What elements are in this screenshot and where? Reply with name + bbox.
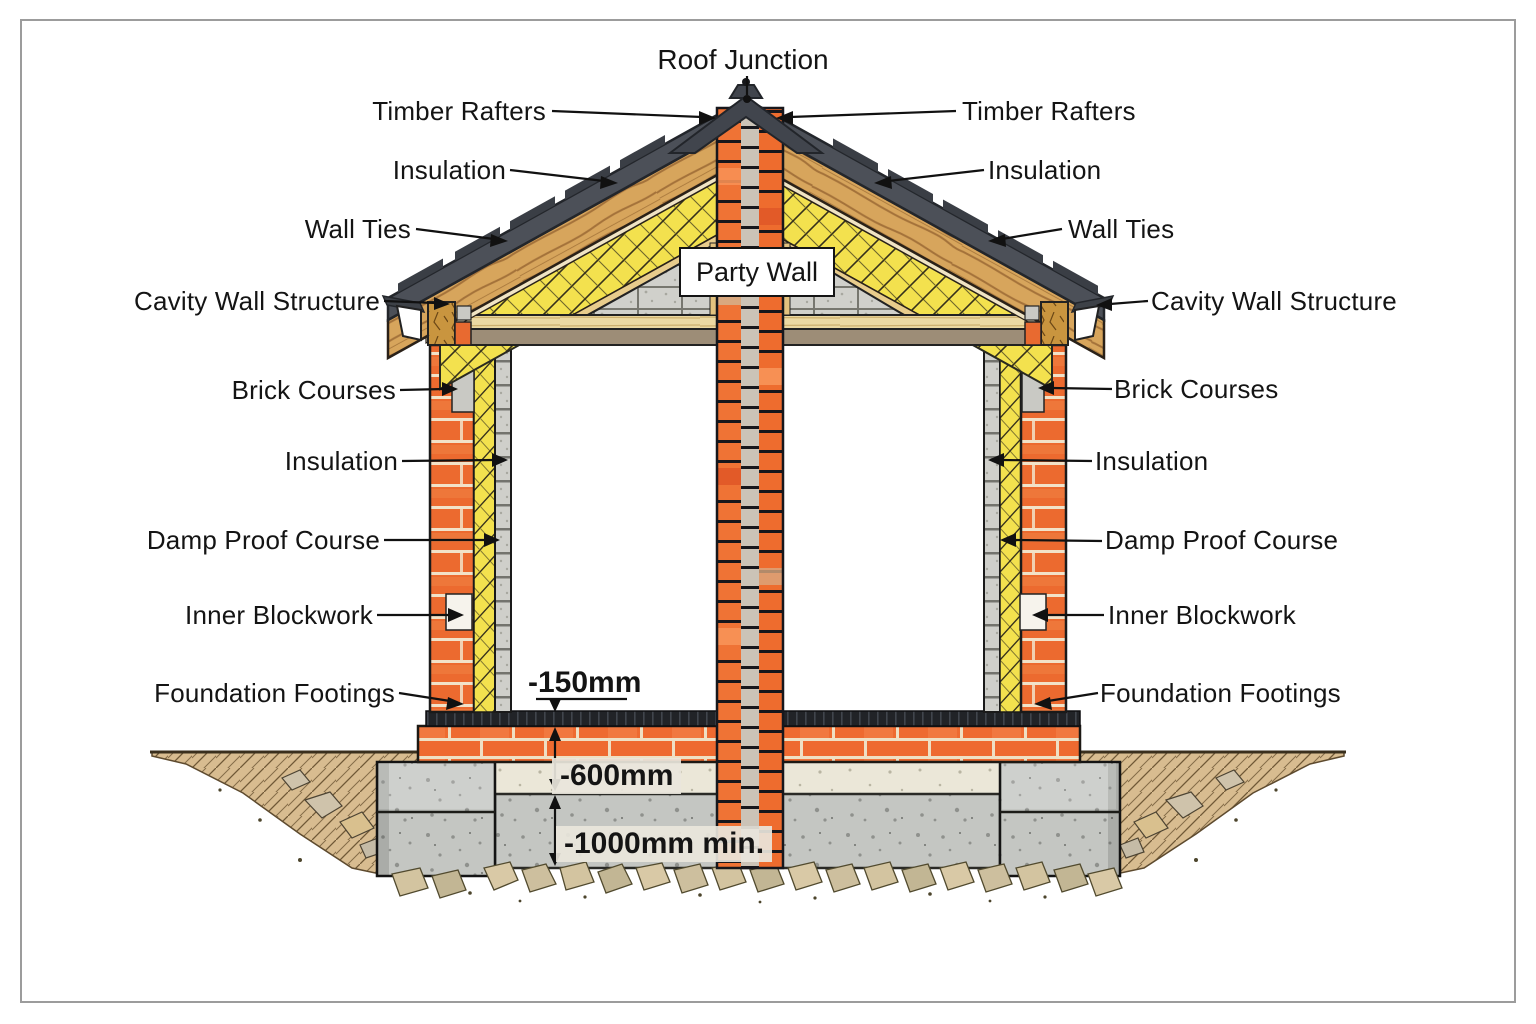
eaves-right xyxy=(1024,294,1115,346)
leader-lines xyxy=(377,76,1149,710)
cavity-wall-right xyxy=(983,343,1068,714)
footing-right xyxy=(998,760,1122,878)
label-inner-blockwork-right: Inner Blockwork xyxy=(1108,600,1296,630)
footing-left xyxy=(375,760,497,878)
label-wall-ties-right: Wall Ties xyxy=(1068,214,1175,244)
party-wall-label-box: Party Wall xyxy=(679,247,835,297)
label-cavity-wall-right: Cavity Wall Structure xyxy=(1151,286,1397,316)
label-brick-courses-left: Brick Courses xyxy=(231,375,396,405)
label-timber-rafters-left: Timber Rafters xyxy=(372,96,546,126)
label-damp-proof-right: Damp Proof Course xyxy=(1105,525,1339,555)
label-insulation-roof-right: Insulation xyxy=(988,155,1102,185)
ground-right xyxy=(1071,750,1346,875)
roof-structure-right xyxy=(744,96,1106,361)
party-wall-label: Party Wall xyxy=(695,256,818,287)
measurement-150mm: -150mm xyxy=(528,666,642,699)
label-cavity-wall-left: Cavity Wall Structure xyxy=(134,286,380,316)
label-timber-rafters-right: Timber Rafters xyxy=(962,96,1136,126)
party-wall xyxy=(715,106,785,870)
measurement-1000mm: -1000mm min. xyxy=(556,826,773,862)
label-insulation-wall-right: Insulation xyxy=(1095,446,1209,476)
measurement-600mm: -600mm xyxy=(552,758,682,794)
label-insulation-wall-left: Insulation xyxy=(284,446,398,476)
label-brick-courses-right: Brick Courses xyxy=(1114,374,1279,404)
cavity-wall-left xyxy=(428,343,512,714)
inner-blockwork-cutout-left xyxy=(445,593,473,631)
label-foundation-right: Foundation Footings xyxy=(1100,678,1341,708)
label-damp-proof-left: Damp Proof Course xyxy=(146,525,380,555)
label-roof-junction: Roof Junction xyxy=(657,44,829,75)
label-insulation-roof-left: Insulation xyxy=(392,155,506,185)
label-wall-ties-left: Wall Ties xyxy=(304,214,411,244)
label-inner-blockwork-left: Inner Blockwork xyxy=(185,600,373,630)
inner-blockwork-cutout-right xyxy=(1019,593,1047,631)
label-foundation-left: Foundation Footings xyxy=(154,678,395,708)
rubble-stones xyxy=(391,861,1123,904)
